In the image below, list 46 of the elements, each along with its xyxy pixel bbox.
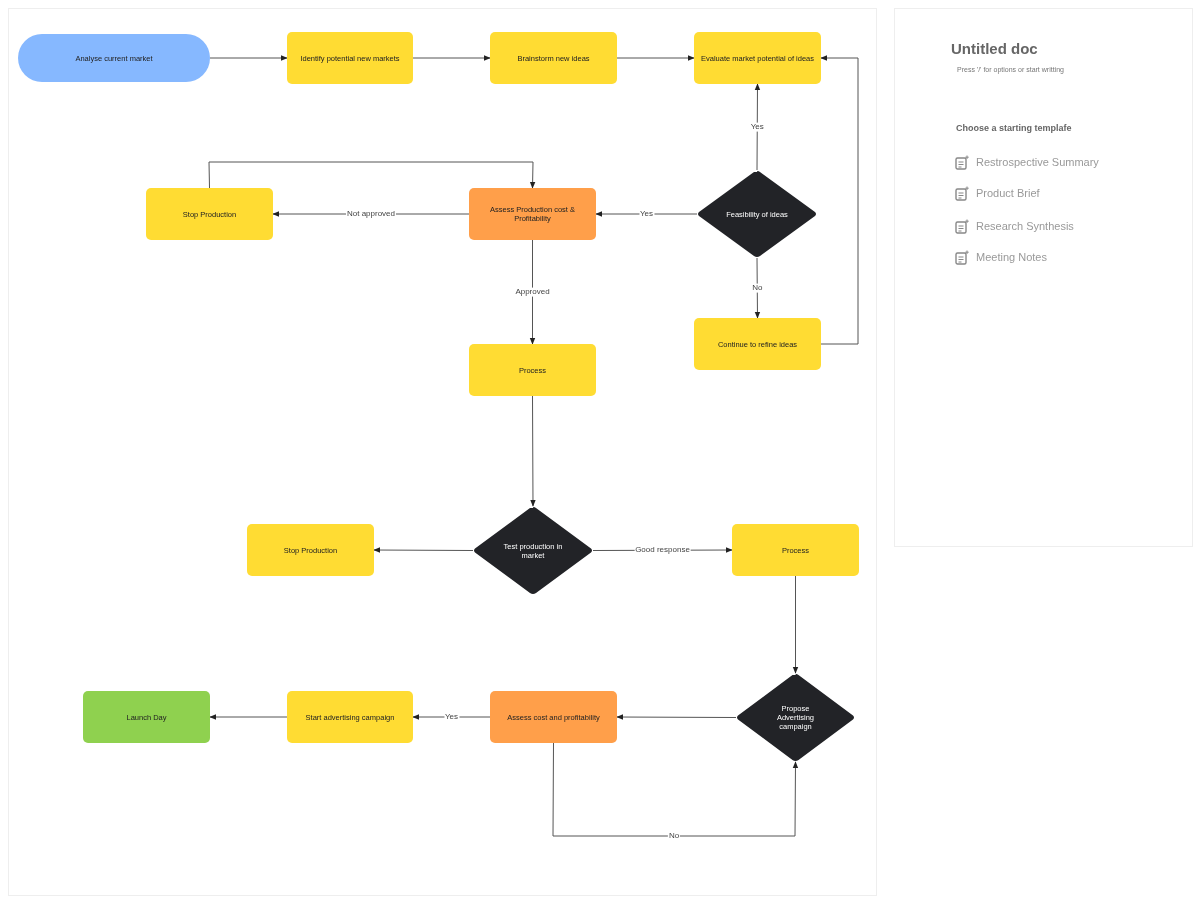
terminator-pill xyxy=(18,34,210,82)
arrow xyxy=(754,83,761,171)
edge-label: Yes xyxy=(443,712,460,722)
process-box xyxy=(146,188,273,240)
arrow xyxy=(820,55,859,345)
arrow xyxy=(754,257,761,319)
arrow xyxy=(792,575,799,674)
edge-label: No xyxy=(751,283,764,293)
arrow xyxy=(209,714,288,720)
decision-diamond xyxy=(473,506,593,595)
edge-label: Yes xyxy=(749,122,765,132)
process-box xyxy=(694,318,821,370)
arrow xyxy=(412,55,491,61)
process-box xyxy=(490,691,617,743)
edge-label: Approved xyxy=(514,287,551,297)
edge-label: Good response xyxy=(634,545,691,555)
arrow xyxy=(616,55,695,61)
process-box xyxy=(287,32,413,84)
process-box xyxy=(469,344,596,396)
section-heading: Choose a starting templafe xyxy=(956,123,1072,133)
doc-title: Untitled doc xyxy=(951,40,1038,57)
process-box xyxy=(247,524,374,576)
process-box xyxy=(83,691,210,743)
arrow xyxy=(595,211,698,217)
process-box xyxy=(732,524,859,576)
edge-label: No xyxy=(667,831,681,841)
template-option: Research Synthesis xyxy=(976,220,1074,232)
arrow xyxy=(616,714,737,720)
process-box xyxy=(694,32,821,84)
decision-diamond xyxy=(697,170,817,258)
arrow xyxy=(209,55,288,61)
arrow xyxy=(412,714,491,720)
process-box xyxy=(469,188,596,240)
process-box xyxy=(490,32,617,84)
arrow xyxy=(529,239,536,345)
arrow xyxy=(530,395,536,507)
arrow xyxy=(552,742,799,837)
process-box xyxy=(287,691,413,743)
template-option: Product Brief xyxy=(976,187,1040,199)
arrow xyxy=(208,161,536,189)
edge-label: Yes xyxy=(638,209,655,219)
template-option: Restrospective Summary xyxy=(976,156,1099,168)
arrow xyxy=(373,547,474,553)
edge-label: Not approved xyxy=(346,209,396,219)
template-option: Meeting Notes xyxy=(976,251,1047,263)
decision-diamond xyxy=(736,673,855,762)
